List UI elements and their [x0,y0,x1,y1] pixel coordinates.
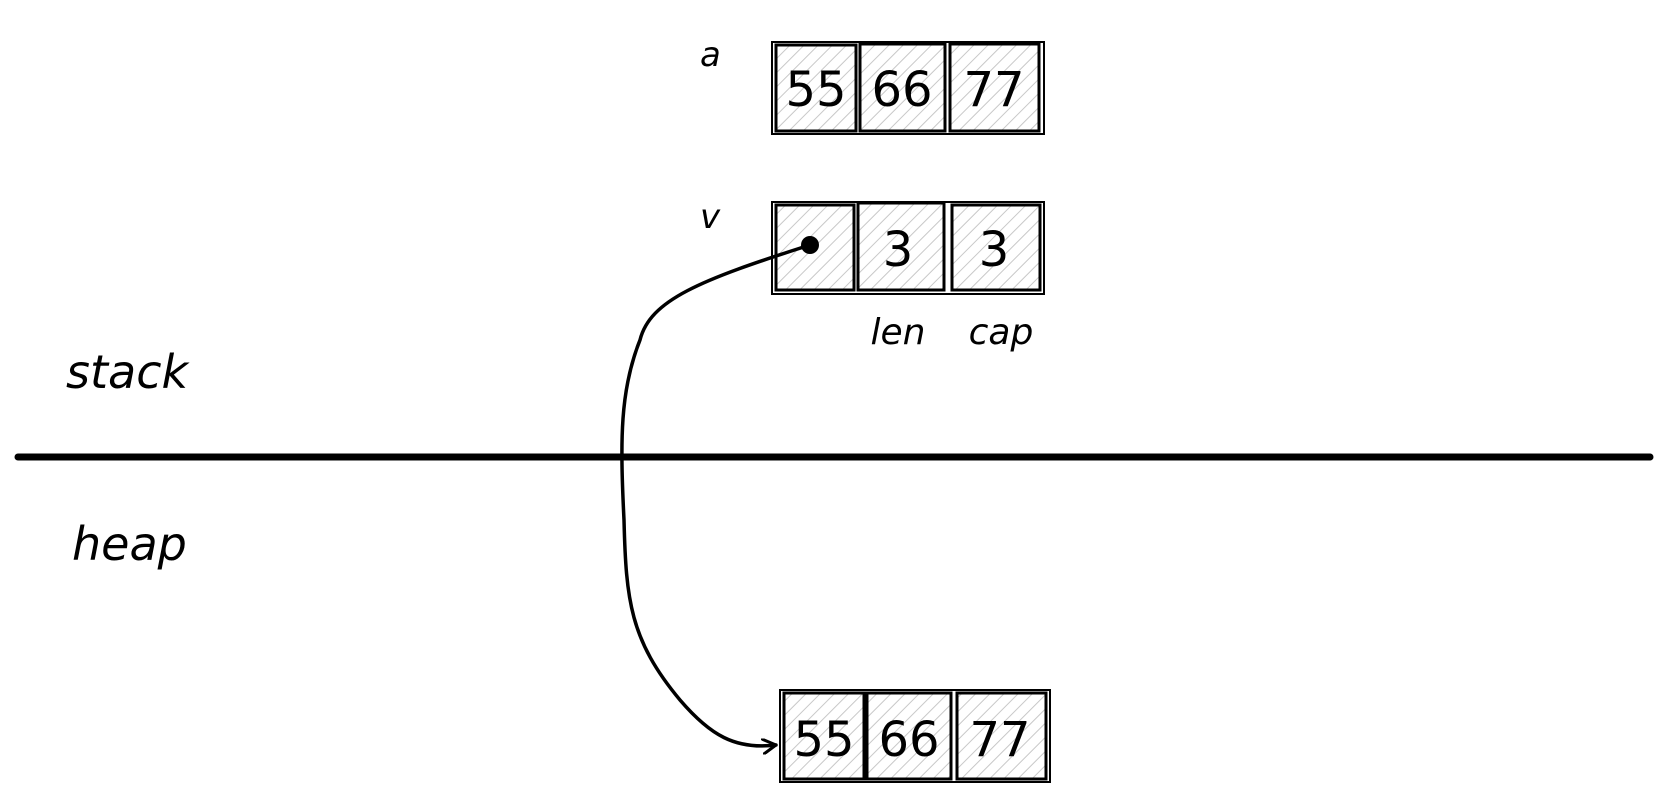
vec-v-cell-cap: 3 [950,203,1042,292]
array-a-cell-1-value: 66 [871,62,932,118]
heap-buffer-cell-0-value: 55 [793,712,854,768]
vec-v-cell-len: 3 [856,201,946,292]
vec-v-cap-value: 3 [979,222,1010,278]
vec-v-cell-ptr [774,203,856,292]
heap-region-label: heap [72,517,187,571]
vec-v-len-value: 3 [883,222,914,278]
heap-buffer-cell-2-value: 77 [969,712,1030,768]
array-a-cell-0-value: 55 [785,62,846,118]
vec-v: v 3 3 len cap [700,197,1045,353]
heap-buffer-cell-2: 77 [955,691,1048,781]
heap-buffer-cell-0: 55 [782,691,866,781]
array-a-frame [771,41,1045,135]
vec-v-name: v [700,197,721,237]
array-a-cell-0: 55 [774,43,858,133]
heap-buffer-frame [779,689,1051,783]
heap-buffer-cell-1: 66 [865,691,953,781]
heap-buffer: 55 66 77 [779,689,1051,783]
stack-region-label: stack [66,345,190,399]
array-a-cell-2-value: 77 [963,62,1024,118]
vec-v-cap-label: cap [969,312,1034,353]
array-a-cell-1: 66 [858,42,947,133]
vec-v-len-label: len [871,312,926,353]
heap-buffer-cell-1-value: 66 [878,712,939,768]
array-a-cell-2: 77 [948,42,1041,133]
array-a-name: a [700,35,721,75]
pointer-arrow [620,243,812,746]
array-a: a 55 66 77 [700,35,1045,135]
